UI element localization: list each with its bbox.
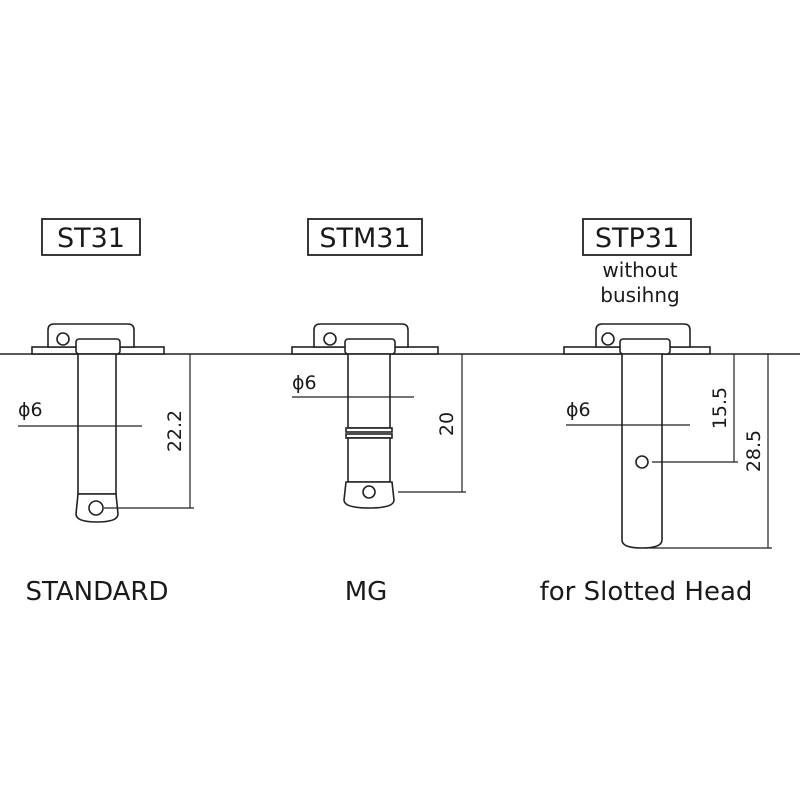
- st31-label-box: [41, 218, 141, 256]
- st31-screw-hole: [56, 332, 70, 346]
- st31-string-hole: [88, 500, 104, 516]
- stm31-bushing: [291, 323, 439, 355]
- stp31-post: [621, 353, 663, 549]
- stp31-hole-height-label: 15.5: [709, 387, 731, 429]
- model-stm31: STM31 ϕ6 20 MG: [291, 218, 466, 607]
- stm31-label-box: [307, 218, 423, 256]
- stp31-height-label: 28.5: [743, 430, 765, 472]
- st31-bushing: [31, 323, 165, 355]
- st31-height-label: 22.2: [164, 410, 186, 452]
- stp31-caption: for Slotted Head: [540, 577, 753, 607]
- stm31-height-label: 20: [436, 412, 458, 436]
- st31-diameter-label: ϕ6: [18, 399, 43, 421]
- stp31-screw-hole: [601, 332, 615, 346]
- stp31-note-line-2: busihng: [600, 283, 679, 307]
- stp31-string-hole: [635, 455, 649, 469]
- stp31-diameter-label: ϕ6: [566, 399, 591, 421]
- st31-caption: STANDARD: [25, 577, 168, 607]
- stm31-screw-hole: [323, 332, 337, 346]
- stp31-note-line-1: without: [602, 258, 677, 282]
- stm31-label: STM31: [319, 223, 410, 254]
- stm31-string-hole: [362, 485, 376, 499]
- stp31-label-box: [582, 218, 692, 256]
- model-stp31: STP31 without busihng ϕ6 15.5 28.5 for S…: [540, 218, 772, 607]
- stm31-caption: MG: [345, 577, 388, 607]
- stm31-post: [343, 353, 395, 509]
- st31-label: ST31: [57, 223, 125, 254]
- stp31-label: STP31: [595, 223, 679, 254]
- stm31-diameter-label: ϕ6: [292, 372, 317, 394]
- stp31-bushing: [563, 323, 711, 355]
- st31-post: [75, 353, 119, 523]
- model-st31: ST31 ϕ6 22.2 STANDARD: [18, 218, 194, 607]
